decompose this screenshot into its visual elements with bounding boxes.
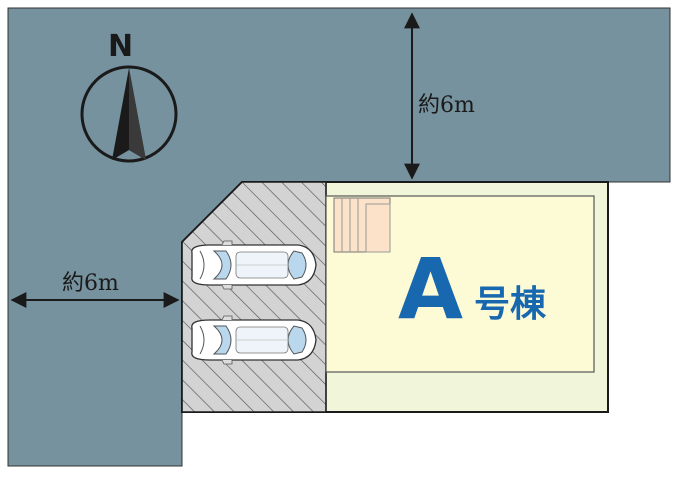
car-top-view-icon [191, 240, 317, 290]
road-width-left-label: 約6m [62, 271, 119, 296]
building-footprint [325, 195, 595, 373]
car-top-view-icon [191, 315, 317, 365]
road-width-top-label: 約6m [418, 93, 475, 118]
lot-label-suffix: 号棟 [474, 284, 547, 325]
lot-label-letter: A [398, 240, 463, 338]
entrance-stairs [333, 197, 391, 253]
north-arrow-icon: N [80, 29, 178, 163]
north-label: N [108, 29, 133, 64]
